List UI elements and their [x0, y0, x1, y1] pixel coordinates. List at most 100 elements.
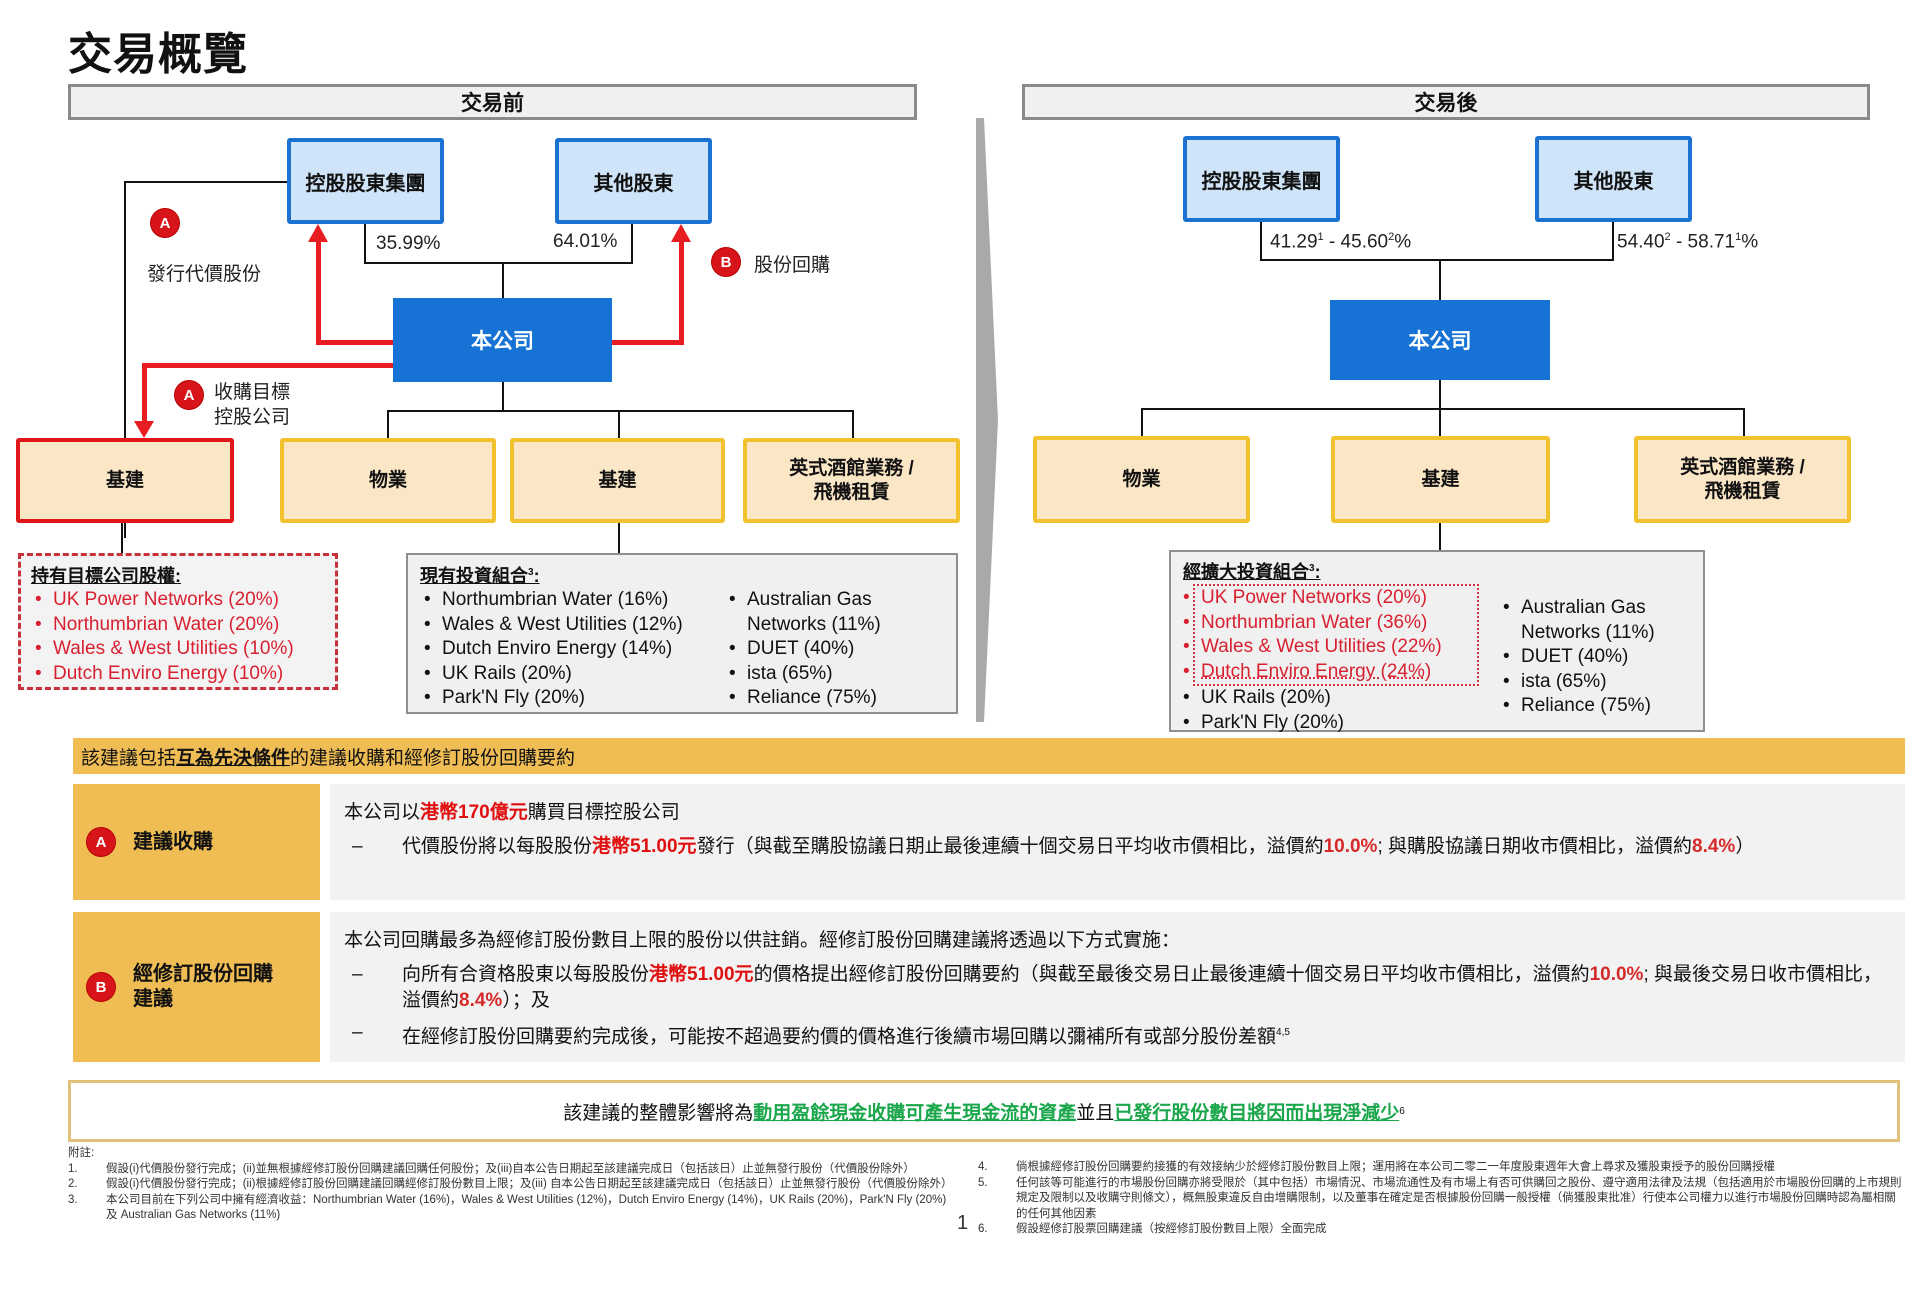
- sub-point-text: 代價股份將以每股股份港幣51.00元發行（與截至購股協議日期止最後連續十個交易日…: [402, 834, 1754, 860]
- footnote: 6. 假設經修訂股票回購建議（按經修訂股份數目上限）全面完成: [978, 1222, 1903, 1238]
- list-item: Northumbrian Water (20%): [31, 613, 325, 638]
- buyback-sub-point: – 在經修訂股份回購要約完成後，可能按不超過要約價的價格進行後續市場回購以彌補所…: [344, 1020, 1891, 1050]
- price-highlight: 港幣51.00元: [592, 836, 697, 857]
- text: 在經修訂股份回購要約完成後，可能按不超過要約價的價格進行後續市場回購以彌補所有或…: [402, 1026, 1277, 1048]
- green-highlight: 動用盈餘現金收購可產生現金流的資產: [753, 1102, 1077, 1124]
- footnote-ref: 4,5: [1276, 1027, 1290, 1038]
- connector: [502, 262, 504, 298]
- list-item: Wales & West Utilities (22%): [1179, 635, 1477, 660]
- footnote-number: 5.: [978, 1176, 988, 1189]
- footnotes-left: 附註: 1.假設(i)代價股份發行完成；(ii)並無根據經修訂股份回購建議回購任…: [68, 1146, 953, 1224]
- list-item: Australian Gas: [725, 588, 881, 613]
- list-item: Dutch Enviro Energy (10%): [31, 662, 325, 687]
- revised-buyback-title: 經修訂股份回購 建議: [133, 962, 273, 1012]
- acquisition-sub-point: – 代價股份將以每股股份港幣51.00元發行（與截至購股協議日期止最後連續十個交…: [344, 834, 1891, 860]
- connector: [1743, 408, 1745, 436]
- text: 的價格提出經修訂股份回購要約（與截至最後交易日止最後連續十個交易日平均收市價相比…: [753, 964, 1590, 985]
- enlarged-portfolio-box: 經擴大投資組合3: UK Power Networks (20%) Northu…: [1169, 550, 1705, 735]
- sub-point-text: 在經修訂股份回購要約完成後，可能按不超過要約價的價格進行後續市場回購以彌補所有或…: [402, 1020, 1290, 1050]
- segment-label-line2: 飛機租賃: [813, 481, 890, 503]
- other-pct: 64.01%: [553, 231, 618, 252]
- text: 該建議的整體影響將為: [563, 1102, 754, 1124]
- company-box: 本公司: [393, 298, 612, 382]
- chevron-divider-icon: [976, 118, 998, 722]
- list-item: Park'N Fly (20%): [1179, 711, 1499, 736]
- footnotes-heading: 附註:: [68, 1147, 95, 1159]
- text: 發行（與截至購股協議日期止最後連續十個交易日平均收市價相比，溢價約: [696, 836, 1324, 857]
- other-shareholders-box: 其他股東: [555, 138, 712, 224]
- premium-highlight: 8.4%: [1692, 836, 1736, 857]
- arrow-acquire-target: [142, 363, 394, 368]
- pct-high: - 45.60: [1323, 231, 1389, 253]
- badge-b: B: [712, 248, 740, 276]
- badge-a: A: [151, 209, 179, 237]
- pct-low: 41.29: [1270, 231, 1318, 253]
- portfolio-title-colon: :: [533, 566, 540, 586]
- footnote: 2.假設(i)代價股份發行完成；(ii)根據經修訂股份回購建議回購經修訂股份數目…: [68, 1177, 953, 1193]
- segment-infrastructure-box: 基建: [1331, 436, 1550, 523]
- footnote: 4.倘根據經修訂股份回購要約接獲的有效接納少於經修訂股份數目上限；運用將在本公司…: [978, 1160, 1903, 1176]
- badge-b: B: [87, 973, 115, 1001]
- other-shareholders-box: 其他股東: [1535, 136, 1692, 222]
- connector: [852, 410, 854, 438]
- footnote-ref: 3: [1309, 563, 1315, 574]
- text: 向所有合資格股東以每股股份: [402, 964, 650, 985]
- target-infrastructure-box: 基建: [16, 438, 234, 523]
- portfolio-list-left: UK Rails (20%) Park'N Fly (20%): [1179, 686, 1499, 735]
- existing-portfolio-box: 現有投資組合3: Northumbrian Water (16%) Wales …: [406, 553, 958, 714]
- list-item: Northumbrian Water (36%): [1179, 611, 1477, 636]
- footnote: 1.假設(i)代價股份發行完成；(ii)並無根據經修訂股份回購建議回購任何股份；…: [68, 1162, 948, 1178]
- connector: [1439, 259, 1441, 300]
- proposed-acquisition-label: A 建議收購: [73, 784, 320, 900]
- new-holdings-highlight: UK Power Networks (20%) Northumbrian Wat…: [1183, 584, 1479, 686]
- issue-consideration-shares-label: 發行代價股份: [147, 264, 262, 285]
- existing-portfolio-title: 現有投資組合3:: [420, 562, 944, 588]
- connector: [387, 410, 853, 412]
- footnote: 3. 本公司目前在下列公司中擁有經濟收益：Northumbrian Water (…: [68, 1193, 948, 1224]
- connector: [1260, 222, 1262, 260]
- company-box: 本公司: [1330, 300, 1550, 380]
- title-line: 經修訂股份回購: [133, 963, 273, 985]
- arrow-acquire-target: [142, 363, 147, 423]
- premium-highlight: 8.4%: [459, 990, 503, 1011]
- footnote-text: 假設(i)代價股份發行完成；(ii)根據經修訂股份回購建議回購經修訂股份數目上限…: [106, 1178, 953, 1190]
- segment-label-line1: 英式酒館業務 /: [1680, 456, 1805, 478]
- banner-text: 的建議收購和經修訂股份回購要約: [290, 747, 576, 769]
- page-number: 1: [957, 1212, 969, 1234]
- footnote-number: 4.: [978, 1161, 988, 1173]
- target-holdings-box: 持有目標公司股權: UK Power Networks (20%) Northu…: [18, 553, 338, 690]
- segment-label-line2: 飛機租賃: [1704, 480, 1781, 502]
- text: ; 與購股協議日期收市價相比，溢價約: [1377, 836, 1693, 857]
- price-highlight: 港幣51.00元: [649, 964, 754, 985]
- footnote-number: 3.: [68, 1193, 78, 1206]
- segment-property-box: 物業: [280, 438, 496, 523]
- connector: [502, 382, 504, 411]
- segment-pub-aircraft-box: 英式酒館業務 / 飛機租賃: [743, 438, 960, 523]
- connector: [364, 262, 633, 264]
- connector: [124, 181, 126, 538]
- footnote-text: 本公司目前在下列公司中擁有經濟收益：Northumbrian Water (16…: [106, 1193, 947, 1222]
- title-line: 建議: [133, 988, 173, 1010]
- arrow-buyback: [679, 240, 684, 344]
- footnote: 5. 任何該等可能進行的市場股份回購亦將受限於（其中包括）市場情況、市場流通性及有…: [978, 1176, 1903, 1223]
- revised-buyback-detail: 本公司回購最多為經修訂股份數目上限的股份以供註銷。經修訂股份回購建議將透過以下方…: [330, 912, 1905, 1062]
- footnote-text: 任何該等可能進行的市場股份回購亦將受限於（其中包括）市場情況、市場流通性及有市場…: [1016, 1176, 1902, 1220]
- list-item: Wales & West Utilities (10%): [31, 637, 325, 662]
- list-item: Park'N Fly (20%): [420, 686, 725, 711]
- dash-bullet: –: [352, 1022, 363, 1043]
- proposal-banner: 該建議包括互為先決條件的建議收購和經修訂股份回購要約: [73, 738, 1905, 774]
- footnote-text: 假設經修訂股票回購建議（按經修訂股份數目上限）全面完成: [1016, 1223, 1327, 1235]
- list-item: Dutch Enviro Energy (24%): [1179, 660, 1477, 685]
- footnote-number: 6.: [978, 1223, 988, 1235]
- enlarged-portfolio-title: 經擴大投資組合3:: [1183, 558, 1695, 584]
- text: ; 與最後交易日收市價相比，溢價約: [402, 964, 1883, 1011]
- acquisition-line: 本公司以港幣170億元購買目標控股公司: [344, 800, 1891, 826]
- portfolio-list-right: Australian Gas Networks (11%) DUET (40%)…: [1499, 596, 1655, 735]
- badge-a: A: [87, 828, 115, 856]
- list-item-continuation: Networks (11%): [1521, 621, 1655, 643]
- connector: [618, 523, 620, 554]
- portfolio-title-colon: :: [1314, 562, 1321, 582]
- footnote-ref: 1: [1735, 231, 1742, 243]
- before-header: 交易前: [68, 84, 917, 120]
- arrow-head-up-icon: [671, 224, 691, 242]
